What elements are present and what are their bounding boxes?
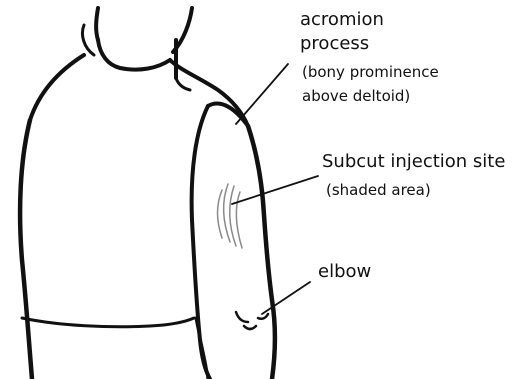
injection-shading	[218, 184, 243, 248]
torso-left-side	[20, 120, 32, 379]
waist-line	[22, 318, 194, 327]
acromion-label-line1: acromion	[300, 10, 384, 31]
left-shoulder	[30, 55, 84, 120]
acromion-note-line2: above deltoid)	[302, 88, 410, 105]
arm-back-edge	[248, 126, 275, 379]
acromion-label-line2: process	[300, 34, 369, 55]
neck-detail	[82, 25, 94, 55]
right-shoulder	[170, 60, 248, 126]
elbow-crease	[236, 312, 268, 329]
injection-leader-line	[232, 176, 318, 204]
injection-site-label: Subcut injection site	[322, 152, 505, 173]
torso-right-lower	[196, 318, 208, 379]
elbow-label: elbow	[318, 262, 371, 283]
acromion-leader-line	[236, 64, 288, 124]
injection-site-note: (shaded area)	[326, 182, 431, 199]
acromion-note-line1: (bony prominence	[302, 64, 439, 81]
neck-left	[98, 40, 170, 70]
collar-right	[176, 78, 190, 90]
